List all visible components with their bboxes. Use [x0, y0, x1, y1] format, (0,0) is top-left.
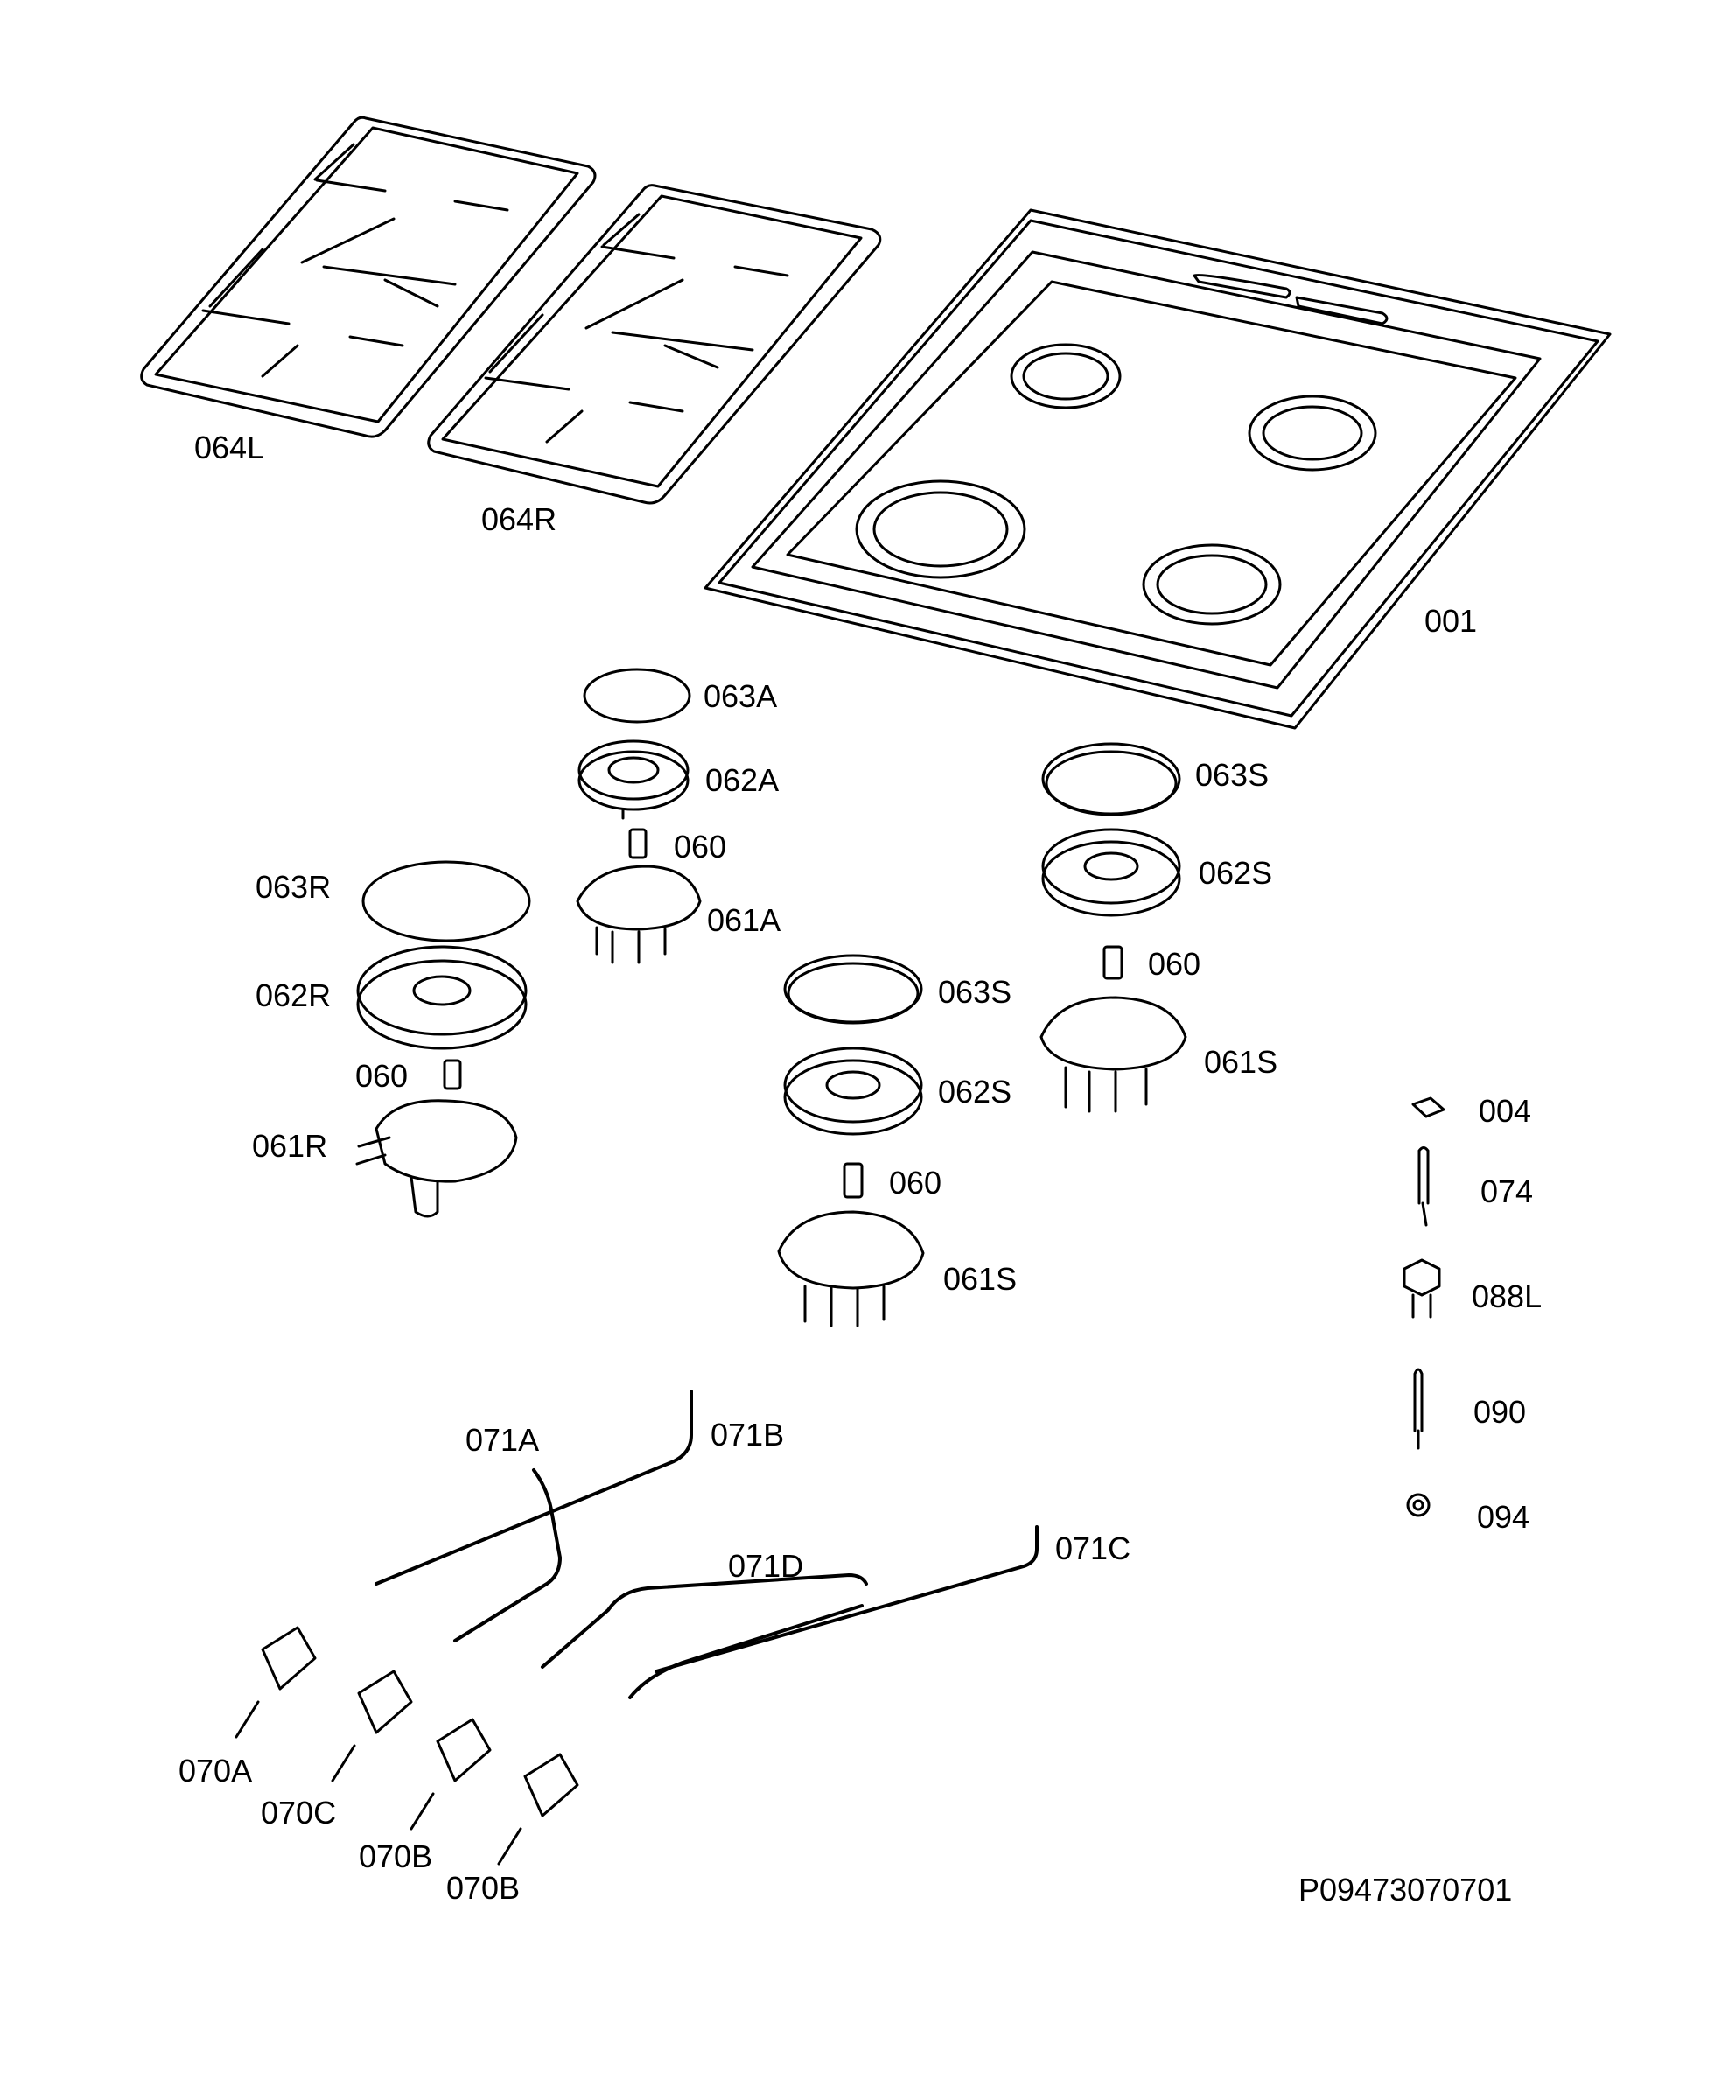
label-071A: 071A [466, 1422, 540, 1458]
label-070C: 070C [261, 1795, 337, 1830]
burner-assembly-S-middle [777, 954, 925, 1327]
label-071C: 071C [1055, 1530, 1131, 1566]
diagram-reference-number: P09473070701 [1298, 1872, 1513, 1908]
label-060-a: 060 [674, 829, 727, 864]
label-062A: 062A [705, 762, 780, 798]
label-064L: 064L [194, 430, 265, 466]
label-074: 074 [1480, 1173, 1534, 1209]
label-071B: 071B [710, 1417, 785, 1452]
label-061R: 061R [252, 1128, 328, 1164]
label-070A: 070A [178, 1753, 253, 1788]
label-064R: 064R [481, 501, 557, 537]
grate-064R [427, 184, 882, 505]
label-062R: 062R [256, 977, 332, 1013]
label-070B-2: 070B [446, 1870, 521, 1906]
hob-top-001 [704, 208, 1612, 730]
label-063A: 063A [704, 678, 778, 714]
label-063R: 063R [256, 869, 332, 905]
label-061A: 061A [707, 902, 781, 938]
gas-valves [234, 1626, 579, 1866]
grate-064L [140, 116, 597, 438]
label-063S-right: 063S [1195, 757, 1270, 793]
label-061S-right: 061S [1204, 1044, 1278, 1080]
label-061S-middle: 061S [943, 1261, 1018, 1297]
gas-pipes [374, 1390, 1039, 1699]
label-062S-middle: 062S [938, 1074, 1012, 1110]
label-063S-middle: 063S [938, 974, 1012, 1010]
label-094: 094 [1477, 1499, 1530, 1535]
label-060-s-middle: 060 [889, 1165, 942, 1200]
label-090: 090 [1474, 1394, 1527, 1430]
burner-assembly-A [576, 668, 702, 964]
label-060-s-right: 060 [1148, 946, 1201, 982]
burner-assembly-S-right [1040, 742, 1187, 1113]
label-071D: 071D [728, 1548, 804, 1584]
label-088L: 088L [1472, 1278, 1543, 1314]
burner-assembly-R [355, 860, 531, 1218]
label-004: 004 [1479, 1093, 1532, 1129]
small-parts [1403, 1096, 1446, 1517]
label-062S-right: 062S [1199, 855, 1273, 891]
label-060-r: 060 [355, 1058, 409, 1094]
label-070B-1: 070B [359, 1838, 433, 1874]
label-001: 001 [1424, 603, 1478, 639]
